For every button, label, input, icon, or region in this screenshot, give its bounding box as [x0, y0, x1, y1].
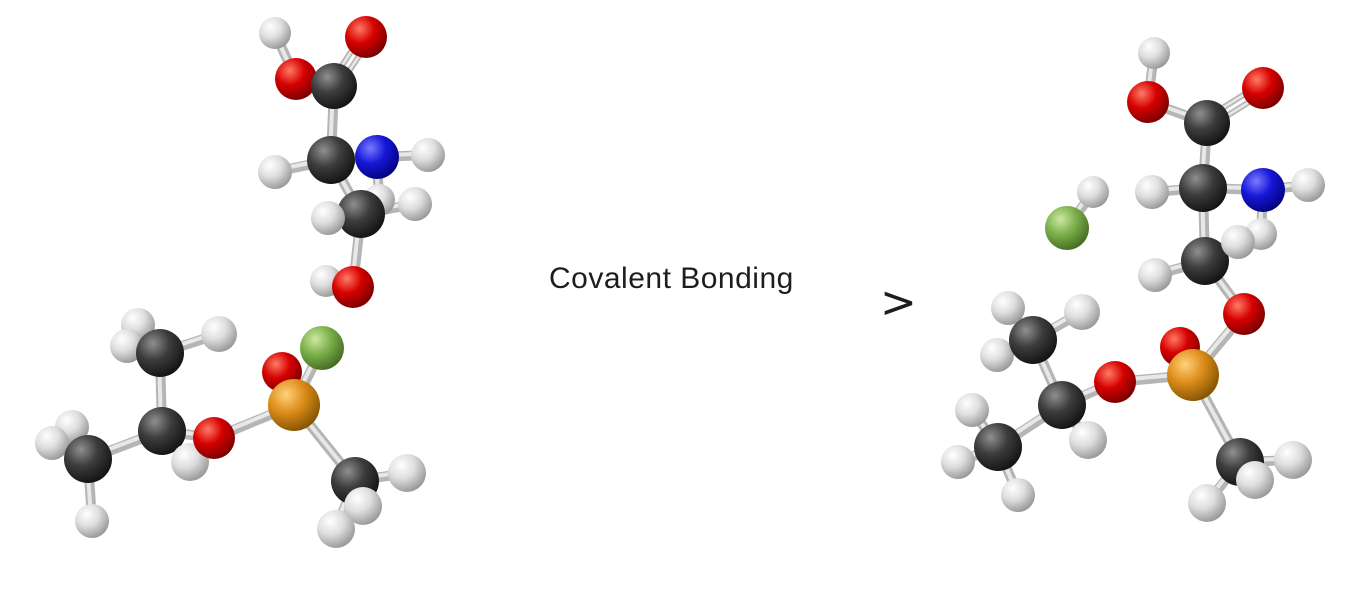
atom-H: [1274, 441, 1312, 479]
atom-H: [1221, 225, 1255, 259]
atom-O: [332, 266, 374, 308]
atom-H: [110, 329, 144, 363]
atom-H: [1077, 176, 1109, 208]
atom-C: [1009, 316, 1057, 364]
atom-O: [1223, 293, 1265, 335]
atom-H: [1236, 461, 1274, 499]
atom-H: [980, 338, 1014, 372]
atom-H: [35, 426, 69, 460]
atom-F: [1045, 206, 1089, 250]
atom-H: [311, 201, 345, 235]
atom-C: [307, 136, 355, 184]
atom-H: [1188, 484, 1226, 522]
atom-P: [1167, 349, 1219, 401]
reactant-serine: [258, 16, 445, 308]
atom-H: [1138, 37, 1170, 69]
atom-O: [275, 58, 317, 100]
atom-H: [259, 17, 291, 49]
atom-C: [1181, 237, 1229, 285]
atom-O: [193, 417, 235, 459]
atom-C: [974, 423, 1022, 471]
atom-C: [136, 329, 184, 377]
atom-O: [1242, 67, 1284, 109]
atom-H: [941, 445, 975, 479]
atom-P: [268, 379, 320, 431]
atom-C: [1184, 100, 1230, 146]
byproduct-hydrogen-fluoride: [1045, 176, 1109, 250]
atom-N: [1241, 168, 1285, 212]
atom-C: [138, 407, 186, 455]
atom-H: [1135, 175, 1169, 209]
atom-H: [201, 316, 237, 352]
atom-C: [1038, 381, 1086, 429]
atom-H: [1069, 421, 1107, 459]
atom-H: [388, 454, 426, 492]
atom-H: [398, 187, 432, 221]
atom-H: [991, 291, 1025, 325]
atom-O: [1127, 81, 1169, 123]
atom-C: [64, 435, 112, 483]
atom-H: [1291, 168, 1325, 202]
atom-C: [1179, 164, 1227, 212]
atom-H: [344, 487, 382, 525]
atom-C: [311, 63, 357, 109]
atom-H: [1064, 294, 1100, 330]
atom-F: [300, 326, 344, 370]
atom-N: [355, 135, 399, 179]
atom-H: [75, 504, 109, 538]
reactant-sarin: [35, 308, 426, 548]
atom-C: [337, 190, 385, 238]
atom-H: [955, 393, 989, 427]
atom-H: [1138, 258, 1172, 292]
atom-O: [1094, 361, 1136, 403]
atom-H: [317, 510, 355, 548]
covalent-bonding-label: Covalent Bonding: [549, 262, 794, 295]
atom-O: [345, 16, 387, 58]
product-serine-sarin-adduct: [941, 37, 1325, 522]
atom-H: [411, 138, 445, 172]
atom-H: [1001, 478, 1035, 512]
reaction-arrow-icon: >: [880, 277, 917, 328]
atom-H: [258, 155, 292, 189]
